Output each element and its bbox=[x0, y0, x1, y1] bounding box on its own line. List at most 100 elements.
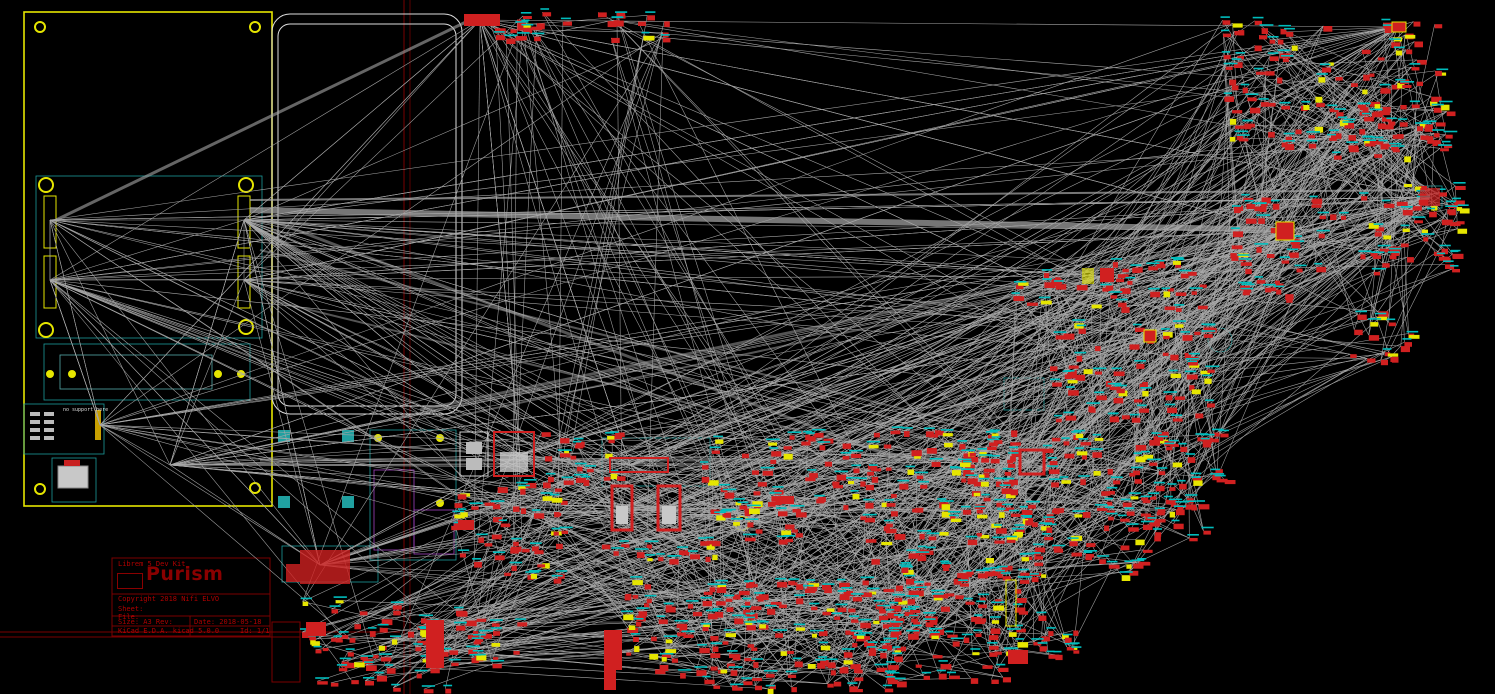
ratsnest-line bbox=[243, 219, 631, 466]
reference-label-mark bbox=[728, 666, 743, 668]
reference-label-mark bbox=[1400, 81, 1415, 83]
passive-footprint-icon bbox=[366, 665, 377, 671]
ratsnest-line bbox=[49, 219, 171, 466]
reference-label-mark bbox=[585, 465, 597, 467]
passive-footprint-icon bbox=[991, 433, 999, 437]
ratsnest-line bbox=[902, 569, 1073, 647]
reference-label-mark bbox=[766, 438, 780, 441]
passive-footprint-icon bbox=[1281, 105, 1290, 110]
passive-footprint-icon bbox=[1361, 196, 1368, 201]
reference-label-mark bbox=[1423, 120, 1437, 122]
ratsnest-line bbox=[243, 28, 1385, 281]
passive-footprint-icon bbox=[1414, 41, 1423, 48]
passive-footprint-icon bbox=[1142, 391, 1149, 397]
ratsnest-line bbox=[311, 555, 496, 642]
ratsnest-line bbox=[885, 66, 1412, 642]
reference-label-mark bbox=[1042, 269, 1052, 271]
passive-footprint-icon bbox=[1331, 133, 1342, 139]
ratsnest-line bbox=[1290, 193, 1419, 240]
passive-footprint-icon bbox=[755, 529, 763, 534]
reference-label-mark bbox=[1049, 478, 1062, 480]
passive-footprint-icon bbox=[500, 523, 511, 528]
reference-label-mark bbox=[471, 637, 484, 639]
passive-footprint-icon bbox=[999, 569, 1007, 574]
reference-label-mark bbox=[923, 427, 935, 429]
passive-footprint-icon bbox=[768, 442, 778, 446]
reference-label-mark bbox=[1390, 145, 1405, 147]
ratsnest-line bbox=[1109, 316, 1378, 388]
passive-footprint-icon bbox=[1075, 374, 1086, 381]
passive-footprint-icon bbox=[658, 557, 664, 562]
reference-label-mark bbox=[490, 627, 502, 629]
passive-footprint-icon bbox=[867, 472, 874, 476]
reference-label-mark bbox=[636, 607, 649, 609]
ratsnest-line bbox=[420, 558, 671, 631]
passive-footprint-icon bbox=[713, 685, 721, 689]
passive-footprint-icon bbox=[971, 617, 981, 622]
reference-label-mark bbox=[634, 618, 644, 620]
passive-footprint-icon bbox=[920, 484, 928, 489]
ratsnest-line bbox=[49, 219, 245, 281]
ratsnest-line bbox=[629, 333, 1409, 466]
passive-footprint-icon bbox=[1258, 218, 1265, 224]
reference-label-mark bbox=[877, 604, 891, 607]
passive-footprint-icon bbox=[708, 480, 719, 486]
reference-label-mark bbox=[941, 562, 952, 564]
ratsnest-line bbox=[555, 20, 1255, 514]
passive-footprint-icon bbox=[894, 656, 903, 663]
passive-footprint-icon bbox=[1351, 83, 1358, 87]
passive-footprint-icon bbox=[1085, 555, 1093, 561]
passive-footprint-icon bbox=[1215, 469, 1223, 475]
passive-footprint-icon bbox=[980, 597, 986, 601]
passive-footprint-icon bbox=[1109, 386, 1121, 391]
ratsnest-line bbox=[169, 233, 1319, 466]
reference-label-mark bbox=[663, 635, 678, 637]
passive-footprint-icon bbox=[1323, 26, 1333, 32]
reference-label-mark bbox=[1131, 559, 1145, 562]
ratsnest-line bbox=[621, 507, 853, 598]
passive-footprint-icon bbox=[1122, 268, 1129, 273]
reference-label-mark bbox=[1294, 264, 1307, 267]
passive-footprint-icon bbox=[1069, 541, 1078, 547]
reference-label-mark bbox=[889, 601, 899, 604]
reference-label-mark bbox=[504, 34, 518, 37]
passive-footprint-icon bbox=[1370, 253, 1378, 257]
passive-footprint-icon bbox=[542, 496, 553, 501]
ratsnest-line bbox=[479, 19, 743, 524]
passive-footprint-icon bbox=[1049, 461, 1058, 467]
reference-label-mark bbox=[1436, 252, 1446, 255]
passive-footprint-icon bbox=[612, 435, 622, 440]
reference-label-mark bbox=[841, 587, 853, 589]
ratsnest-line bbox=[611, 37, 746, 538]
passive-footprint-icon bbox=[960, 462, 971, 468]
reference-label-mark bbox=[1000, 572, 1011, 574]
ratsnest-line bbox=[319, 564, 1049, 655]
passive-footprint-icon bbox=[1374, 104, 1381, 109]
passive-footprint-icon bbox=[381, 619, 393, 626]
ratsnest-line bbox=[777, 520, 1026, 583]
reference-label-mark bbox=[1274, 285, 1284, 288]
reference-label-mark bbox=[940, 429, 954, 431]
ratsnest-line bbox=[1382, 256, 1408, 264]
ratsnest-line bbox=[331, 480, 564, 610]
passive-footprint-icon bbox=[981, 458, 990, 463]
ratsnest-line bbox=[474, 637, 627, 653]
ratsnest-line bbox=[985, 557, 1074, 651]
reference-label-mark bbox=[892, 646, 901, 648]
passive-footprint-icon bbox=[720, 669, 728, 674]
passive-footprint-icon bbox=[1380, 143, 1389, 150]
passive-footprint-icon bbox=[1163, 332, 1173, 338]
reference-label-mark bbox=[615, 11, 628, 13]
passive-footprint-icon bbox=[946, 593, 955, 597]
reference-label-mark bbox=[888, 629, 900, 632]
reference-label-mark bbox=[849, 615, 860, 617]
ratsnest-line bbox=[1397, 26, 1431, 198]
ratsnest-line bbox=[391, 633, 776, 640]
reference-label-mark bbox=[991, 436, 1001, 438]
passive-footprint-icon bbox=[992, 570, 999, 576]
ratsnest-line bbox=[302, 601, 382, 620]
passive-footprint-icon bbox=[1414, 220, 1423, 224]
passive-footprint-icon bbox=[886, 503, 896, 507]
passive-footprint-icon bbox=[702, 465, 709, 470]
